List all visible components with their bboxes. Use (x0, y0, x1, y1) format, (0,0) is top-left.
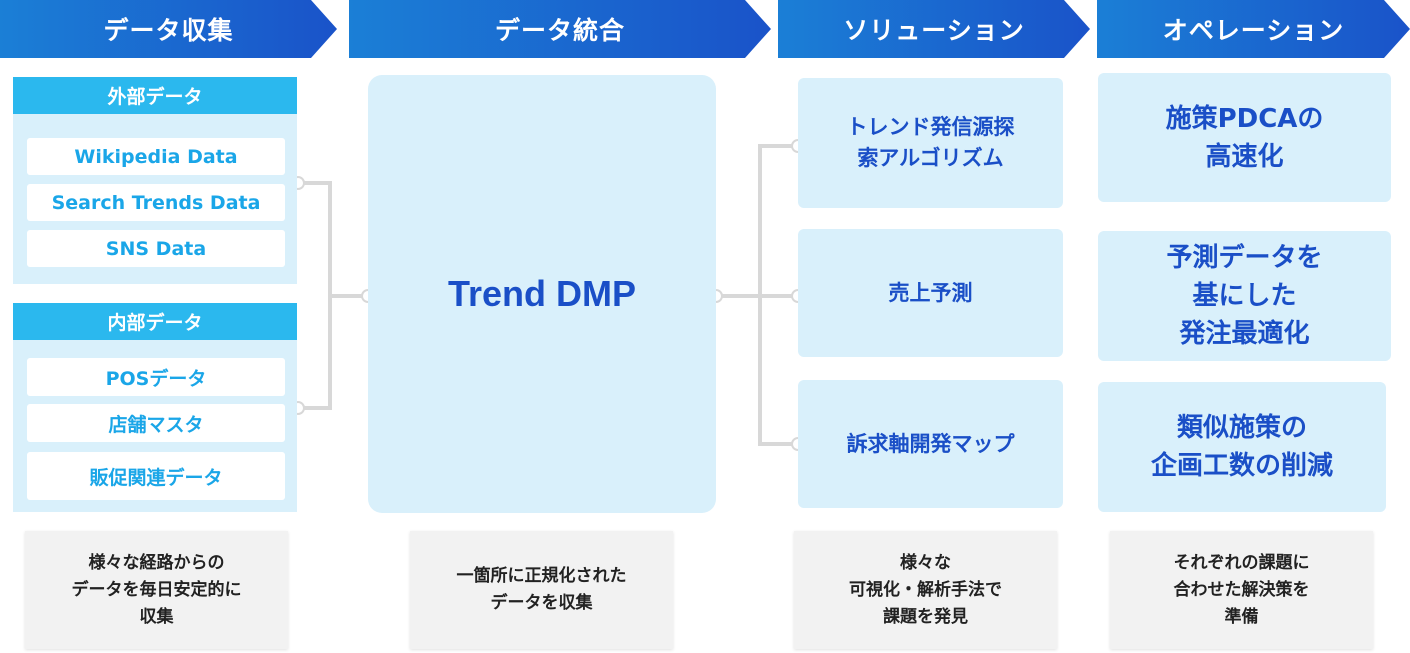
caption-operation: それぞれの課題に 合わせた解決策を 準備 (1110, 531, 1373, 649)
caption-data-collection: 様々な経路からの データを毎日安定的に 収集 (25, 531, 288, 649)
external-item-wikipedia: Wikipedia Data (27, 138, 285, 175)
header-data-integration: データ統合 (349, 0, 771, 58)
external-data-title: 外部データ (13, 77, 297, 114)
external-item-search-trends: Search Trends Data (27, 184, 285, 221)
operation-pdca-speedup: 施策PDCAの 高速化 (1098, 73, 1391, 202)
solution-appeal-axis-map: 訴求軸開発マップ (798, 380, 1063, 508)
external-item-sns: SNS Data (27, 230, 285, 267)
header-operation: オペレーション (1097, 0, 1410, 58)
solution-trend-source-algorithm: トレンド発信源探 索アルゴリズム (798, 78, 1063, 208)
solution-sales-forecast: 売上予測 (798, 229, 1063, 357)
trend-dmp-box: Trend DMP (368, 75, 716, 513)
internal-item-promotion: 販促関連データ (27, 452, 285, 500)
operation-order-optimization: 予測データを 基にした 発注最適化 (1098, 231, 1391, 361)
caption-data-integration: 一箇所に正規化された データを収集 (410, 531, 673, 649)
header-solution: ソリューション (778, 0, 1090, 58)
operation-planning-reduction: 類似施策の 企画工数の削減 (1098, 382, 1386, 512)
internal-item-store-master: 店舗マスタ (27, 404, 285, 442)
header-data-collection: データ収集 (0, 0, 337, 58)
internal-data-title: 内部データ (13, 303, 297, 340)
internal-item-pos: POSデータ (27, 358, 285, 396)
caption-solution: 様々な 可視化・解析手法で 課題を発見 (794, 531, 1057, 649)
